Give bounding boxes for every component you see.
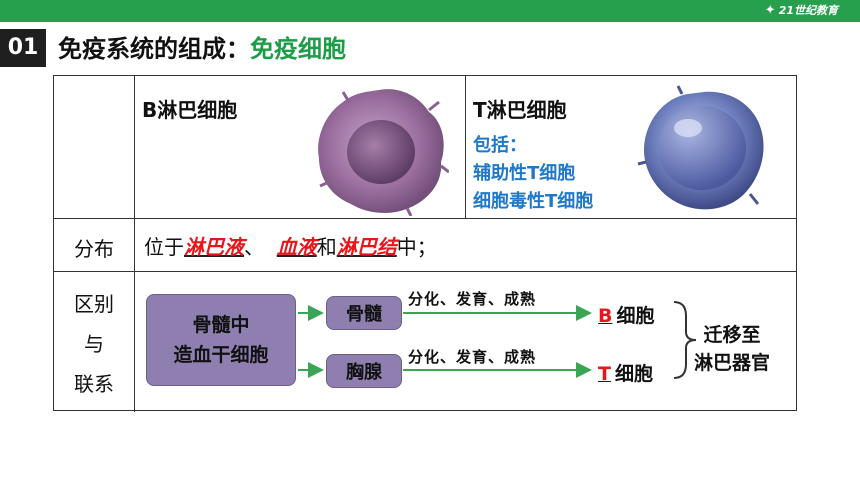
brand-text: 21世纪教育 xyxy=(778,4,838,17)
runner-star-icon: ✦ xyxy=(764,3,776,18)
organ-box-thymus: 胸腺 xyxy=(326,354,402,388)
col-divider-1 xyxy=(134,76,135,412)
migrate-line1: 迁移至 xyxy=(703,324,761,346)
stem-cell-line1: 骨髓中 xyxy=(192,314,250,336)
distribution-blank-node: 淋巴结 xyxy=(336,235,397,259)
distribution-sentence: 位于淋巴液、 血液和淋巴结中； xyxy=(144,231,437,260)
t-cell-title: T淋巴细胞 xyxy=(473,98,567,122)
row-label-relation-1: 区别 xyxy=(74,292,114,316)
distribution-blank-blood: 血液 xyxy=(276,235,317,259)
result-t-letter: T xyxy=(598,363,611,385)
process-label-top: 分化、发育、成熟 xyxy=(408,290,537,308)
top-green-bar: ✦ 21世纪教育 xyxy=(0,0,860,22)
stem-cell-box: 骨髓中 造血干细胞 xyxy=(146,294,296,386)
row-label-relation-2: 与 xyxy=(84,332,104,356)
b-lymphocyte-cell-image xyxy=(318,89,449,216)
migrate-line2: 淋巴器官 xyxy=(694,352,771,374)
distribution-suffix: 中； xyxy=(396,235,437,259)
row-label-relation-3: 联系 xyxy=(74,372,114,396)
page-title: 免疫系统的组成：免疫细胞 xyxy=(58,30,346,68)
t-cell-includes: 包括： 辅助性T细胞 细胞毒性T细胞 xyxy=(473,132,593,216)
row-label-distribution: 分布 xyxy=(74,237,114,261)
migrate-to-lymph-organ: 迁移至 淋巴器官 xyxy=(694,321,770,377)
distribution-blank-lymph: 淋巴液 xyxy=(184,235,244,259)
result-b-suffix: 细胞 xyxy=(616,305,655,327)
brace xyxy=(673,301,697,379)
t-cell-type-helper: 辅助性T细胞 xyxy=(473,163,576,184)
section-number: 01 xyxy=(0,29,46,67)
title-accent: 免疫细胞 xyxy=(250,35,346,63)
col-divider-2 xyxy=(465,76,466,218)
t-cell-includes-label: 包括： xyxy=(473,135,527,156)
result-b-letter: B xyxy=(598,305,613,327)
process-label-bottom: 分化、发育、成熟 xyxy=(408,348,537,366)
brand-logo: ✦ 21世纪教育 xyxy=(765,3,838,19)
row-divider-2 xyxy=(54,271,796,272)
result-t-suffix: 细胞 xyxy=(614,363,653,385)
title-prefix: 免疫系统的组成： xyxy=(58,35,250,63)
immune-cell-table: B淋巴细胞 T淋巴细胞 包括： 辅助性T细胞 细胞毒性T细胞 xyxy=(53,75,797,412)
organ-box-marrow: 骨髓 xyxy=(326,296,402,330)
t-lymphocyte-cell-image xyxy=(637,85,764,210)
flow-arrows xyxy=(298,301,697,379)
stem-cell-line2: 造血干细胞 xyxy=(173,344,269,366)
t-cell-type-cytotoxic: 细胞毒性T细胞 xyxy=(473,191,594,212)
row-divider-1 xyxy=(54,218,796,219)
distribution-sep1: 、 xyxy=(244,235,264,259)
distribution-sep2: 和 xyxy=(316,235,337,259)
row-label-relation: 区别 与 联系 xyxy=(54,284,134,404)
distribution-prefix: 位于 xyxy=(144,235,184,259)
b-cell-title: B淋巴细胞 xyxy=(142,98,238,122)
